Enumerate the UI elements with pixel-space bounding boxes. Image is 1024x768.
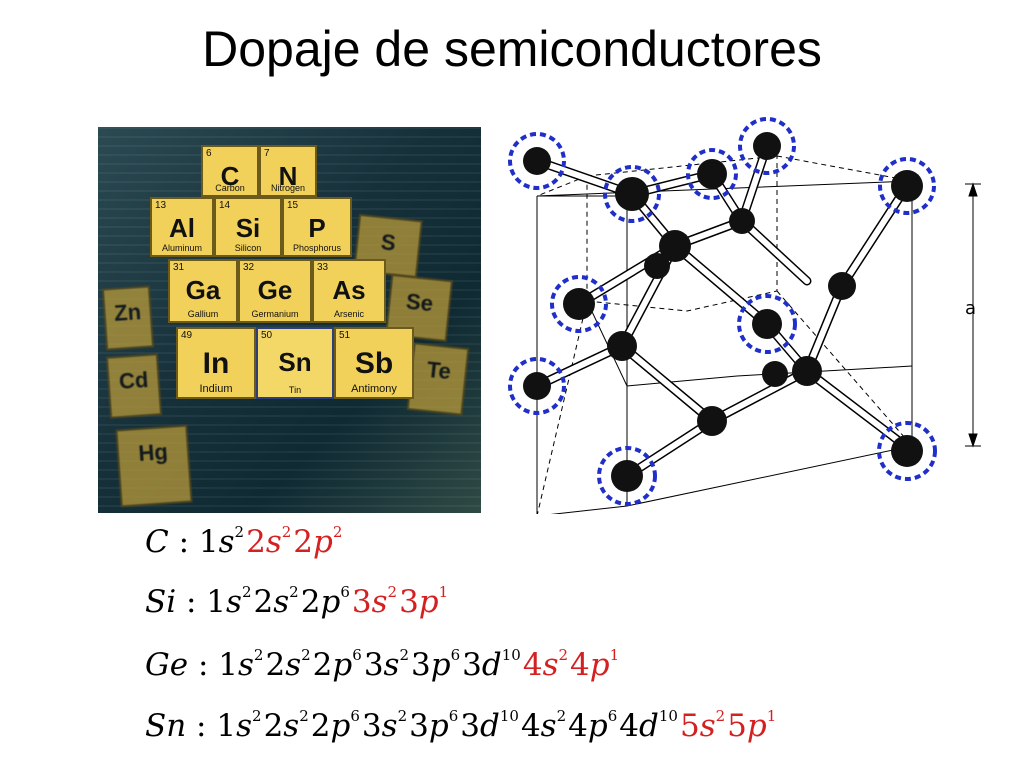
formula-tin: Sn : 1s22s22p63s23p63d104s24p64d105s25p1 — [145, 707, 777, 744]
dimension-label: a — [965, 298, 976, 319]
dimension-arrow — [965, 182, 981, 448]
formula-carbon: C : 1s22s22p2 — [145, 523, 343, 560]
unit-cell-edges — [536, 155, 913, 514]
formula-germanium: Ge : 1s22s22p63s23p63d104s24p1 — [145, 646, 620, 683]
atoms — [523, 132, 923, 492]
ghost-cell-te: Te — [406, 342, 470, 416]
ghost-cell-zn: Zn — [101, 285, 155, 351]
formula-silicon: Si : 1s22s22p63s23p1 — [145, 583, 449, 620]
ghost-cell-hg: Hg — [115, 424, 193, 508]
highlight-circles — [508, 117, 937, 506]
ghost-cell-cd: Cd — [105, 353, 163, 419]
diamond-lattice-diagram: a — [508, 117, 981, 514]
slide-title: Dopaje de semiconductores — [202, 21, 822, 77]
